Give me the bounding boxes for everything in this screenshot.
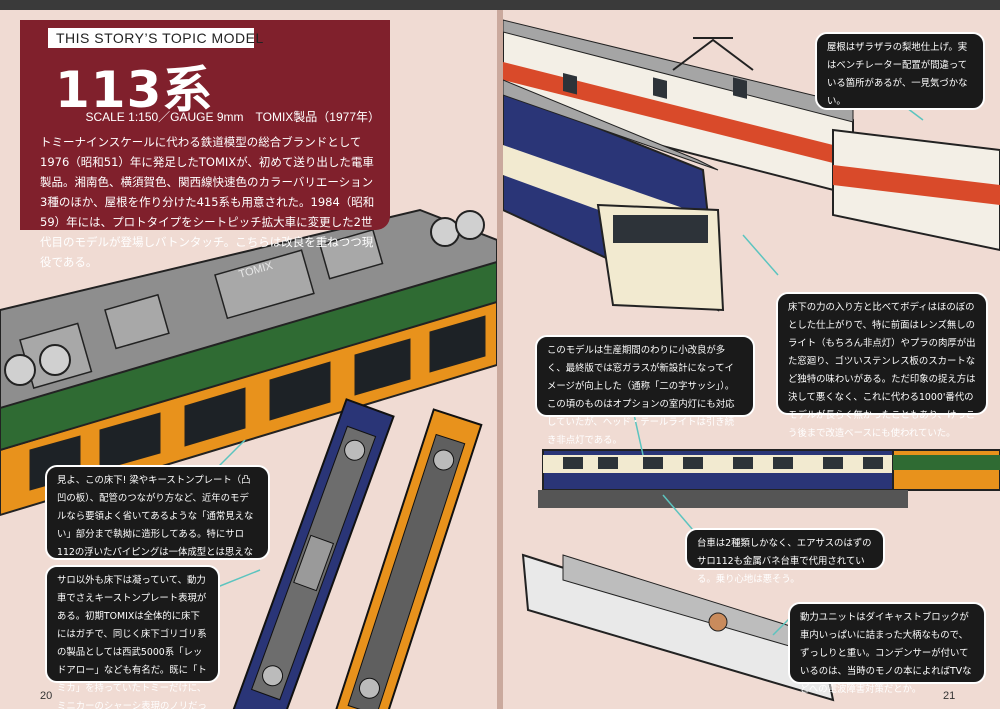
- right-page: 屋根はザラザラの梨地仕上げ。実はベンチレーター配置が間違っている箇所があるが、一…: [503, 10, 1000, 709]
- page-gutter: [497, 10, 503, 709]
- shonan-car-illustration: TOMIX: [0, 208, 497, 709]
- left-page: TOMIX THIS STORY’S TOPIC MODEL 113系 S: [0, 10, 497, 709]
- kicker-text: THIS STORY’S TOPIC MODEL: [56, 30, 264, 46]
- note-trailer: サロ以外も床下は凝っていて、動力車でさえキーストンプレート表現がある。初期TOM…: [45, 565, 220, 709]
- note-bogie-text: 台車は2種類しかなく、エアサスのはずのサロ112も金属バネ台車で代用されている。…: [697, 538, 872, 585]
- scale-line: SCALE 1:150／GAUGE 9mm TOMIX製品（1977年）: [85, 110, 380, 124]
- note-production-text: このモデルは生産期間のわりに小改良が多く、最終版では窓ガラスが新設計になってイメ…: [547, 345, 735, 446]
- page-number-right: 21: [943, 690, 956, 702]
- train-illustration: [503, 19, 1000, 702]
- note-production: このモデルは生産期間のわりに小改良が多く、最終版では窓ガラスが新設計になってイメ…: [535, 335, 755, 446]
- note-underfloor-text: 見よ、この床下! 梁やキーストンプレート（凸凹の板）、配管のつながり方など、近年…: [57, 475, 254, 576]
- note-face-text: 床下の力の入り方と比べてボディはほのぼのとした仕上がりで、特に前面はレンズ無しの…: [788, 302, 976, 439]
- note-face: 床下の力の入り方と比べてボディはほのぼのとした仕上がりで、特に前面はレンズ無しの…: [776, 292, 988, 439]
- note-underfloor: 見よ、この床下! 梁やキーストンプレート（凸凹の板）、配管のつながり方など、近年…: [45, 465, 270, 576]
- note-motor: 動力ユニットはダイキャストブロックが車内いっぱいに詰まった大柄なもので、ずっしり…: [788, 602, 986, 695]
- note-bogie: 台車は2種類しかなく、エアサスのはずのサロ112も金属バネ台車で代用されている。…: [685, 528, 885, 585]
- page-number-left: 20: [40, 690, 53, 702]
- intro-paragraph: トミーナインスケールに代わる鉄道模型の総合ブランドとして1976（昭和51）年に…: [40, 135, 375, 269]
- kicker-box: THIS STORY’S TOPIC MODEL: [48, 28, 263, 48]
- title-panel: THIS STORY’S TOPIC MODEL 113系 SCALE 1:15…: [20, 20, 390, 269]
- note-motor-text: 動力ユニットはダイキャストブロックが車内いっぱいに詰まった大柄なもので、ずっしり…: [800, 612, 972, 695]
- note-trailer-text: サロ以外も床下は凝っていて、動力車でさえキーストンプレート表現がある。初期TOM…: [57, 575, 207, 709]
- note-roof-text: 屋根はザラザラの梨地仕上げ。実はベンチレーター配置が間違っている箇所があるが、一…: [827, 42, 968, 107]
- page-title: 113系: [55, 61, 214, 119]
- note-roof: 屋根はザラザラの梨地仕上げ。実はベンチレーター配置が間違っている箇所があるが、一…: [815, 32, 985, 110]
